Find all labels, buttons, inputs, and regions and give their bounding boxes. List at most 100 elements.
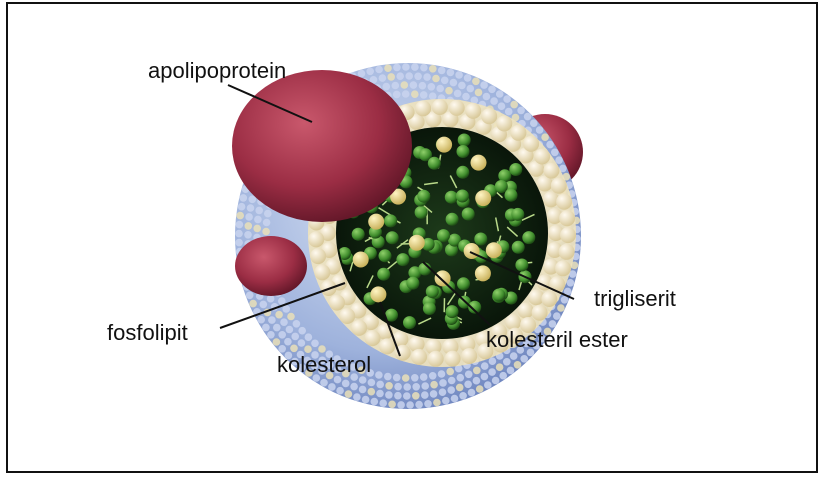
phospholipid-head (342, 380, 350, 388)
phospholipid-head (505, 108, 513, 116)
triglyceride-bead (409, 235, 425, 251)
triglyceride-bead (464, 243, 480, 259)
phospholipid-head (411, 90, 419, 98)
phospholipid-head (393, 374, 401, 382)
phospholipid-head (489, 357, 497, 365)
phospholipid-head (475, 89, 483, 97)
phospholipid-head (282, 305, 290, 313)
label-trigliserit: trigliserit (594, 286, 676, 311)
phospholipid-head (430, 390, 438, 398)
phospholipid-head (240, 194, 248, 202)
phospholipid-head (448, 377, 456, 385)
cholesteryl-ester-bead (417, 190, 430, 203)
phospholipid-head (420, 373, 428, 381)
phospholipid-head (262, 228, 270, 236)
label-apolipoprotein: apolipoprotein (148, 58, 286, 83)
phospholipid-head (459, 392, 467, 400)
phospholipid-head (278, 331, 286, 339)
phospholipid-head (368, 379, 376, 387)
phospholipid-head (455, 71, 463, 79)
cholesteryl-ester-bead (428, 157, 441, 170)
triglyceride-bead (368, 214, 384, 230)
phospholipid-head (429, 372, 437, 380)
phospholipid-head (430, 381, 438, 389)
phospholipid-head (484, 381, 492, 389)
label-kolesteril-ester: kolesteril ester (486, 327, 628, 352)
phospholipid-head (260, 301, 268, 309)
phospholipid-head (320, 379, 328, 387)
triglyceride-bead (471, 155, 487, 171)
phospholipid-head (555, 156, 563, 164)
phospholipid-head (379, 399, 387, 407)
phospholipid-head (245, 213, 253, 221)
cholesteryl-ester-bead (426, 285, 439, 298)
phospholipid-head (403, 392, 411, 400)
phospholipid-head (481, 373, 489, 381)
cholesteryl-ester-bead (406, 277, 419, 290)
cholesterol-bead (534, 149, 550, 165)
cholesteryl-ester-bead (396, 253, 409, 266)
phospholipid-head (379, 74, 387, 82)
phospholipid-head (414, 73, 422, 81)
phospholipid-head (244, 231, 252, 239)
phospholipid-head (345, 390, 353, 398)
phospholipid-head (298, 339, 306, 347)
phospholipid-head (450, 79, 458, 87)
phospholipid-head (263, 219, 271, 227)
phospholipid-head (350, 383, 358, 391)
cholesterol-bead (449, 100, 465, 116)
phospholipid-head (291, 333, 299, 341)
phospholipid-head (392, 82, 400, 90)
phospholipid-head (454, 90, 462, 98)
cholesteryl-ester-bead (415, 206, 428, 219)
phospholipid-head (385, 391, 393, 399)
triglyceride-bead (353, 252, 369, 268)
phospholipid-head (464, 74, 472, 82)
phospholipid-head (423, 73, 431, 81)
phospholipid-head (290, 345, 298, 353)
cholesteryl-ester-bead (423, 302, 436, 315)
phospholipid-head (420, 64, 428, 72)
phospholipid-head (236, 221, 244, 229)
cholesterol-bead (559, 244, 575, 260)
phospholipid-head (480, 81, 488, 89)
phospholipid-head (384, 373, 392, 381)
phospholipid-head (336, 387, 344, 395)
phospholipid-head (397, 401, 405, 409)
cholesteryl-ester-bead (512, 241, 525, 254)
phospholipid-head (375, 371, 383, 379)
triglyceride-bead (475, 190, 491, 206)
phospholipid-head (481, 362, 489, 370)
phospholipid-head (541, 133, 549, 141)
phospholipid-head (464, 381, 472, 389)
cholesteryl-ester-bead (386, 231, 399, 244)
cholesteryl-ester-bead (446, 305, 459, 318)
cholesteryl-ester-bead (352, 228, 365, 241)
phospholipid-head (429, 65, 437, 73)
apoprotein-large (232, 70, 412, 222)
phospholipid-head (492, 377, 500, 385)
phospholipid-head (383, 83, 391, 91)
cholesterol-bead (379, 338, 395, 354)
phospholipid-head (268, 316, 276, 324)
phospholipid-head (254, 216, 262, 224)
cholesteryl-ester-bead (457, 145, 470, 158)
phospholipid-head (490, 97, 498, 105)
phospholipid-head (384, 64, 392, 72)
cholesterol-bead (556, 194, 572, 210)
phospholipid-head (311, 340, 319, 348)
phospholipid-head (359, 386, 367, 394)
cholesterol-bead (365, 330, 381, 346)
phospholipid-head (415, 401, 423, 409)
cholesterol-bead (310, 248, 326, 264)
cholesterol-bead (415, 100, 431, 116)
phospholipid-head (496, 90, 504, 98)
phospholipid-head (401, 81, 409, 89)
cholesteryl-ester-bead (384, 214, 397, 227)
cholesteryl-ester-bead (456, 166, 469, 179)
cholesterol-bead (339, 308, 355, 324)
cholesteryl-ester-bead (495, 180, 508, 193)
phospholipid-head (264, 210, 272, 218)
cholesterol-bead (555, 260, 571, 276)
